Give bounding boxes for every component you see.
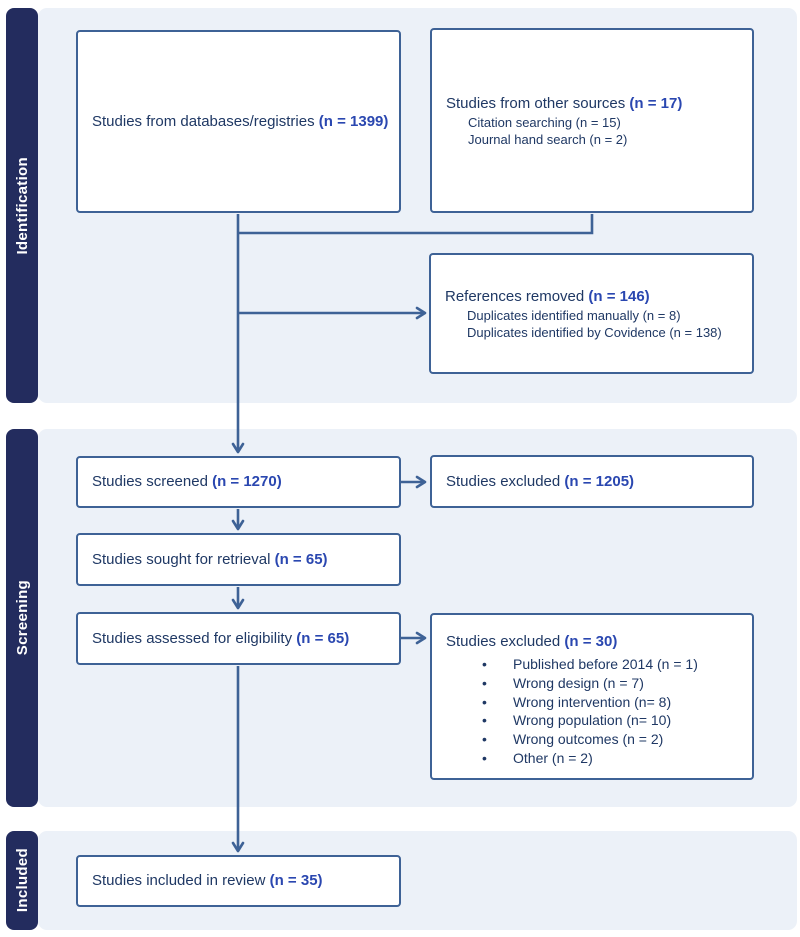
studies-excluded-screening-label: Studies excluded (n = 1205) (446, 472, 635, 490)
identification-phase-bar: Identification (6, 8, 38, 403)
studies-excluded-eligibility-box: Studies excluded (n = 30) Published befo… (430, 613, 754, 780)
studies-assessed-box: Studies assessed for eligibility (n = 65… (76, 612, 401, 665)
studies-excluded-screening-box: Studies excluded (n = 1205) (430, 455, 754, 508)
exclusion-reason-item: Wrong intervention (n= 8) (482, 693, 744, 712)
studies-sought-box: Studies sought for retrieval (n = 65) (76, 533, 401, 586)
included-phase-bar: Included (6, 831, 38, 930)
references-removed-details: Duplicates identified manually (n = 8) D… (467, 307, 744, 341)
databases-registries-label: Studies from databases/registries (n = 1… (92, 112, 389, 130)
exclusion-reason-item: Published before 2014 (n = 1) (482, 655, 744, 674)
other-sources-detail-line: Citation searching (n = 15) (468, 114, 621, 130)
studies-included-label: Studies included in review (n = 35) (92, 872, 323, 889)
exclusion-reason-item: Other (n = 2) (482, 749, 744, 768)
exclusion-reason-item: Wrong outcomes (n = 2) (482, 730, 744, 749)
other-sources-box: Studies from other sources (n = 17) Cita… (430, 28, 754, 213)
references-removed-detail-line: Duplicates identified by Covidence (n = … (467, 324, 722, 340)
studies-assessed-label: Studies assessed for eligibility (n = 65… (92, 629, 350, 647)
references-removed-detail-line: Duplicates identified manually (n = 8) (467, 307, 681, 323)
studies-included-box: Studies included in review (n = 35) (76, 855, 401, 907)
studies-screened-label: Studies screened (n = 1270) (92, 473, 282, 490)
other-sources-details: Citation searching (n = 15) Journal hand… (468, 114, 744, 148)
references-removed-label: References removed (n = 146) (445, 287, 650, 305)
screening-phase-label: Screening (13, 580, 31, 656)
exclusion-reason-item: Wrong population (n= 10) (482, 711, 744, 730)
included-phase-label: Included (13, 848, 31, 913)
studies-excluded-eligibility-label: Studies excluded (n = 30) (446, 633, 618, 650)
exclusion-reason-item: Wrong design (n = 7) (482, 674, 744, 693)
identification-phase-label: Identification (13, 156, 31, 255)
exclusion-reasons-list: Published before 2014 (n = 1) Wrong desi… (446, 655, 744, 768)
databases-registries-box: Studies from databases/registries (n = 1… (76, 30, 401, 213)
studies-screened-box: Studies screened (n = 1270) (76, 456, 401, 508)
studies-sought-label: Studies sought for retrieval (n = 65) (92, 550, 328, 568)
screening-phase-bar: Screening (6, 429, 38, 807)
other-sources-label: Studies from other sources (n = 17) (446, 94, 683, 112)
references-removed-box: References removed (n = 146) Duplicates … (429, 253, 754, 374)
other-sources-detail-line: Journal hand search (n = 2) (468, 131, 628, 147)
